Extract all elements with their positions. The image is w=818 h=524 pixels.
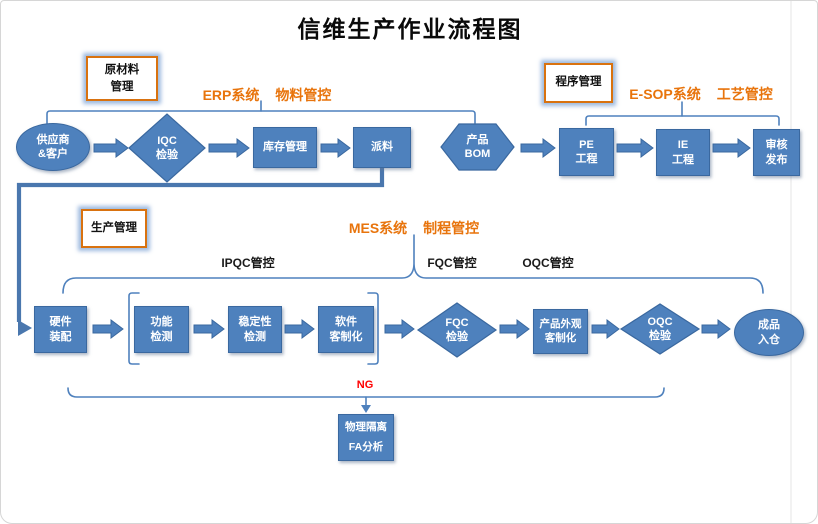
node-inventory-management: 库存管理 [253, 127, 317, 168]
arrow-pe-ie [616, 138, 654, 158]
node-hardware-assembly: 硬件 装配 [34, 306, 87, 353]
esop-bracket [585, 115, 780, 126]
node-function-test: 功能 检测 [134, 306, 189, 353]
node-supplier-customer: 供应商 &客户 [16, 123, 90, 171]
node-pe-engineering: PE 工程 [559, 128, 614, 176]
arrow-ie-audit [712, 138, 751, 158]
arrow-supplier-iqc [93, 138, 129, 158]
label-oqc-control: OQC管控 [522, 256, 574, 270]
tag-raw-material-management: 原材料 管理 [86, 56, 158, 101]
fa-entry-arrowhead [361, 405, 371, 413]
arrow-stability-software [284, 319, 315, 339]
arrow-fqc-appearance [499, 319, 530, 339]
arrow-inventory-dispatch [320, 138, 351, 158]
node-appearance-customization: 产品外观 客制化 [533, 309, 588, 354]
dispatch-to-assembly-connector [16, 168, 385, 322]
ipqc-bracket-left [128, 292, 140, 365]
arrow-software-fqc [384, 319, 415, 339]
label-mes-system: MES系统制程管控 [348, 220, 480, 236]
label-erp-system: ERP系统物料管控 [202, 87, 332, 103]
tag-program-management: 程序管理 [544, 63, 613, 103]
arrow-iqc-inventory [208, 138, 250, 158]
iqc-diamond-shape [128, 113, 206, 183]
arrow-assembly-function [92, 319, 124, 339]
arrow-oqc-warehouse [701, 319, 731, 339]
label-ng: NG [356, 379, 374, 391]
node-finished-goods-warehouse: 成品 入仓 [734, 309, 804, 356]
assembly-entry-arrowhead [18, 320, 32, 336]
label-fqc-control: FQC管控 [427, 256, 477, 270]
node-physical-isolation-fa-analysis: 物理隔离 FA分析 [338, 414, 394, 461]
arrow-bom-pe [520, 138, 556, 158]
tag-production-management: 生产管理 [81, 209, 147, 248]
fqc-diamond-shape [416, 302, 498, 358]
erp-bracket [46, 110, 476, 124]
ipqc-bracket-right [367, 292, 379, 365]
node-ie-engineering: IE 工程 [656, 129, 710, 176]
arrow-function-stability [193, 319, 225, 339]
node-audit-release: 审核 发布 [753, 129, 800, 176]
bom-hexagon-shape [440, 123, 515, 171]
label-ipqc-control: IPQC管控 [221, 256, 275, 270]
oqc-diamond-shape [619, 303, 701, 355]
node-software-customization: 软件 客制化 [318, 306, 374, 353]
node-material-dispatch: 派料 [353, 127, 411, 168]
label-esop-system: E-SOP系统工艺管控 [629, 86, 773, 102]
node-stability-test: 稳定性 检测 [228, 306, 282, 353]
page-title: 信维生产作业流程图 [297, 16, 523, 42]
arrow-appearance-oqc [591, 319, 620, 339]
